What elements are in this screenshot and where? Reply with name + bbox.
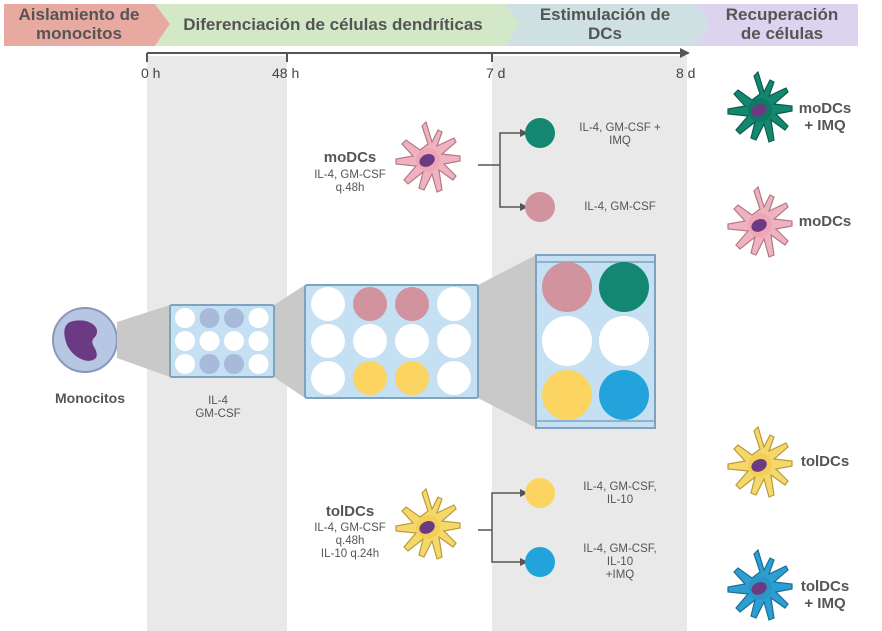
plate-well <box>224 354 244 374</box>
phase-label-1: Diferenciación de células dendríticas <box>183 14 483 34</box>
time-label-0h: 0 h <box>141 65 161 81</box>
recovered-toldc-cell <box>727 426 793 498</box>
modc-title: moDCs <box>323 149 377 166</box>
plate-well <box>599 316 649 366</box>
plate-well <box>353 324 387 358</box>
plate-well <box>353 287 387 321</box>
recovered-toldc-imq-cell <box>727 549 793 621</box>
plate-well <box>599 370 649 420</box>
recovered-modc-cell <box>727 186 793 258</box>
plate-well <box>395 361 429 395</box>
plate-well <box>224 308 244 328</box>
monocyte-label: Monocitos <box>55 390 125 406</box>
time-label-48h: 48 h <box>272 65 300 81</box>
outcome-toldc-text: IL-4, GM-CSF, IL-10 <box>583 481 657 507</box>
recovered-modc-imq-cell <box>727 71 793 143</box>
monocyte-cell <box>52 307 118 373</box>
plate-well <box>437 287 471 321</box>
outcome-modc-imq-dot <box>525 118 555 148</box>
plate-well <box>395 324 429 358</box>
plate-well <box>437 361 471 395</box>
toldc-title: tolDCs <box>325 503 375 520</box>
plate-well <box>542 370 592 420</box>
plate-small <box>169 304 275 378</box>
timeline-arrowhead <box>680 48 690 58</box>
phase-label-3: Recuperación de células <box>725 5 839 43</box>
outcome-toldc-imq-dot <box>525 547 555 577</box>
zoom-shape-2 <box>274 285 305 398</box>
zoom-shape-1 <box>117 305 170 377</box>
plate-large <box>535 254 656 429</box>
plate-well <box>175 308 195 328</box>
plate-media-label: IL-4 GM-CSF <box>195 395 241 421</box>
toldc-cell <box>395 488 461 560</box>
plate-well <box>248 331 269 351</box>
phase-label-2: Estimulación de DCs <box>539 5 671 43</box>
plate-well <box>175 354 195 374</box>
zoom-shape-3 <box>478 255 536 428</box>
outcome-modc-imq-text: IL-4, GM-CSF + IMQ <box>579 122 661 148</box>
time-label-8d: 8 d <box>676 65 696 81</box>
plate-well <box>542 262 592 312</box>
plate-well <box>311 361 345 395</box>
plate-medium <box>304 284 479 399</box>
modc-conditions: IL-4, GM-CSF q.48h <box>314 169 386 195</box>
plate-well <box>542 316 592 366</box>
toldc-conditions: IL-4, GM-CSF q.48h IL-10 q.24h <box>314 522 386 561</box>
plate-well <box>395 287 429 321</box>
plate-well <box>353 361 387 395</box>
phase-banner-2 <box>505 4 710 46</box>
outcome-modc-text: IL-4, GM-CSF <box>584 201 656 213</box>
plate-well <box>224 331 244 351</box>
outcome-toldc-dot <box>525 478 555 508</box>
plate-well <box>175 331 195 351</box>
plate-well <box>199 331 220 351</box>
phase-banner-1 <box>155 4 520 46</box>
modc-cell <box>395 121 461 193</box>
outcome-modc-dot <box>525 192 555 222</box>
plate-well <box>248 308 269 328</box>
time-label-7d: 7 d <box>486 65 506 81</box>
plate-well <box>437 324 471 358</box>
outcome-toldc-imq-text: IL-4, GM-CSF, IL-10 +IMQ <box>583 543 657 582</box>
plate-well <box>199 308 220 328</box>
recovered-label-toldc-imq: tolDCs + IMQ <box>800 578 850 613</box>
plate-well <box>311 324 345 358</box>
modc-branch-connector <box>478 132 522 208</box>
plate-well <box>199 354 220 374</box>
phase-banner-3 <box>695 4 858 46</box>
recovered-label-toldc: tolDCs <box>800 453 850 470</box>
plate-well <box>311 287 345 321</box>
plate-well <box>248 354 269 374</box>
recovered-label-modc-imq: moDCs + IMQ <box>798 100 852 135</box>
phase-banner-0 <box>4 4 170 46</box>
plate-well <box>599 262 649 312</box>
recovered-label-modc: moDCs <box>798 213 852 230</box>
phase-label-0: Aislamiento de monocitos <box>18 5 140 43</box>
toldc-branch-connector <box>478 492 522 563</box>
